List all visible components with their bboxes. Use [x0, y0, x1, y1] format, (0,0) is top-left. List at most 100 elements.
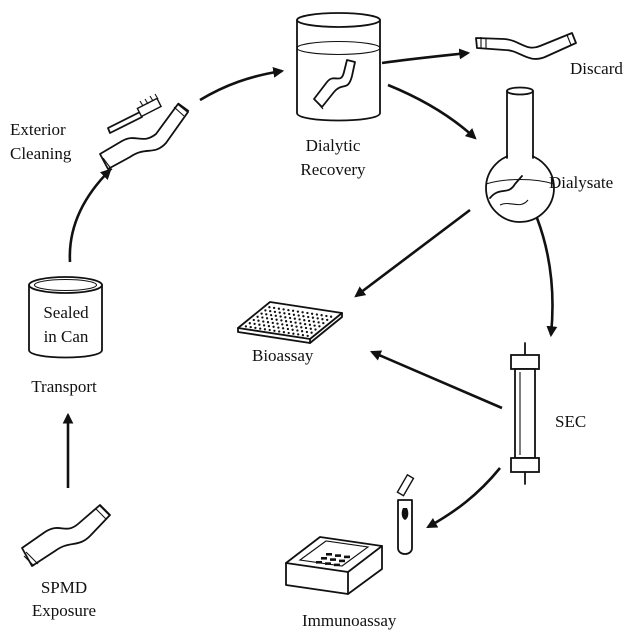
reader-key	[335, 554, 341, 557]
plate-well	[265, 317, 269, 320]
plate-well	[284, 316, 287, 319]
plate-well	[260, 312, 263, 315]
plate-well	[297, 314, 300, 317]
plate-well	[306, 334, 309, 338]
plate-well	[268, 306, 271, 309]
plate-well	[281, 323, 284, 326]
plate-well	[258, 323, 261, 326]
plate-well	[259, 327, 262, 330]
plate-well	[308, 323, 312, 326]
sealed-can-icon: Sealed in Can	[28, 276, 103, 359]
plate-well	[295, 325, 298, 328]
plate-well	[296, 310, 300, 313]
plate-well	[273, 329, 276, 332]
immunoassay-label: Immunoassay	[302, 611, 397, 630]
plate-well	[321, 318, 324, 321]
plate-well	[310, 331, 313, 334]
plate-well	[293, 317, 296, 320]
dialysate-flask-icon	[485, 86, 555, 223]
transport-label: Transport	[31, 377, 97, 396]
plate-well	[249, 325, 252, 329]
plate-well	[267, 324, 271, 328]
dialytic-recovery-label-line1: Dialytic	[306, 136, 361, 155]
arrow-recovery-to-discard	[381, 48, 471, 65]
can-label-line2: in Can	[44, 327, 89, 346]
plate-well	[261, 316, 264, 319]
reader-key	[316, 561, 322, 564]
plate-well	[307, 315, 310, 319]
plate-well	[313, 324, 316, 327]
reader-key	[330, 558, 336, 561]
plate-well	[273, 310, 277, 314]
plate-well	[282, 308, 285, 311]
arrow-dialysate-to-bioassay	[354, 208, 471, 298]
reader-key	[326, 553, 332, 556]
reader-key	[325, 562, 331, 565]
plate-well	[315, 313, 319, 316]
plate-well	[302, 315, 305, 318]
plate-well	[253, 322, 256, 326]
plate-well	[317, 321, 320, 324]
plate-well	[286, 327, 290, 331]
plate-well	[281, 327, 285, 330]
plate-well	[277, 326, 280, 329]
plate-well	[303, 319, 306, 322]
plate-well	[282, 331, 286, 334]
plate-well	[287, 308, 290, 312]
plate-well	[320, 314, 323, 317]
arrow-sec-to-immunoassay	[426, 467, 502, 529]
plate-well	[272, 306, 276, 310]
plate-well	[326, 318, 329, 322]
brush-icon	[107, 93, 163, 134]
plate-well	[257, 319, 260, 322]
test-tube-icon	[396, 473, 415, 555]
plate-well	[305, 330, 309, 334]
discard-label: Discard	[570, 59, 623, 78]
plate-well	[301, 334, 305, 337]
plate-well	[294, 321, 297, 324]
plate-well	[274, 314, 277, 317]
plate-well	[275, 318, 278, 321]
plate-well	[288, 312, 291, 316]
plate-well	[283, 312, 286, 315]
spmd-exposure-icon	[21, 504, 111, 567]
plate-well	[269, 309, 272, 313]
spmd-exposure-label-line1: SPMD	[41, 578, 87, 597]
plate-well	[284, 320, 288, 323]
arrow-cleaning-to-recovery	[199, 66, 285, 102]
plate-well	[252, 318, 255, 322]
plate-well	[300, 326, 303, 329]
plate-well	[309, 327, 312, 330]
bioassay-label: Bioassay	[252, 346, 314, 365]
plate-well	[316, 317, 319, 320]
plate-well	[262, 324, 266, 327]
can-label-line1: Sealed	[43, 303, 89, 322]
plate-well	[290, 324, 293, 327]
plate-well	[256, 315, 259, 318]
plate-well	[270, 317, 274, 321]
plate-well	[263, 328, 267, 331]
plate-well	[268, 328, 271, 332]
arrow-sec-to-bioassay	[369, 350, 503, 410]
plate-well	[325, 314, 328, 318]
bioassay-plate-icon	[237, 301, 343, 344]
plate-well	[322, 321, 325, 325]
plate-well	[271, 321, 274, 325]
plate-well	[244, 325, 248, 328]
spmd-cleaning-icon	[99, 102, 190, 171]
plate-well	[262, 320, 265, 323]
sec-column-icon	[510, 342, 540, 485]
plate-well	[318, 325, 321, 328]
arrows	[62, 48, 558, 529]
spmd-discard-icon	[475, 32, 577, 60]
plate-well	[269, 313, 273, 317]
plate-well	[248, 322, 251, 325]
sec-label: SEC	[555, 412, 586, 431]
plate-well	[300, 330, 304, 333]
plate-well	[276, 322, 279, 325]
plate-well	[298, 318, 301, 321]
plate-well	[296, 329, 299, 332]
plate-well	[311, 316, 315, 319]
plate-well	[285, 323, 289, 327]
